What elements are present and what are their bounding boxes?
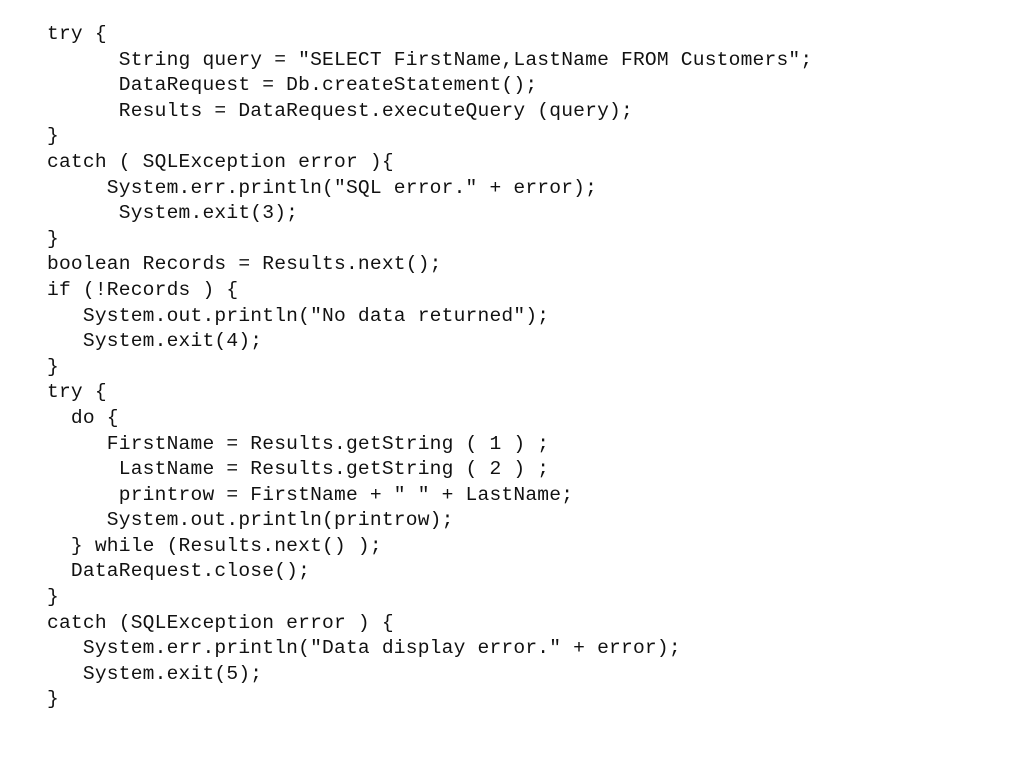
code-line: System.exit(4); xyxy=(47,330,263,353)
code-line: do { xyxy=(47,406,119,429)
code-line: LastName = Results.getString ( 2 ) ; xyxy=(47,458,550,481)
code-line: System.out.println("No data returned"); xyxy=(47,304,550,327)
code-line: boolean Records = Results.next(); xyxy=(47,253,442,276)
code-line: } while (Results.next() ); xyxy=(47,534,382,557)
code-line: try { xyxy=(47,23,107,45)
code-line: System.err.println("Data display error."… xyxy=(47,637,681,660)
code-line: } xyxy=(47,355,59,378)
code-line: } xyxy=(47,125,59,148)
code-listing: try { String query = "SELECT FirstName,L… xyxy=(47,22,812,713)
code-line: DataRequest = Db.createStatement(); xyxy=(47,74,538,97)
code-line: } xyxy=(47,688,59,711)
code-line: catch (SQLException error ) { xyxy=(47,611,394,634)
code-line: System.out.println(printrow); xyxy=(47,509,454,532)
code-line: DataRequest.close(); xyxy=(47,560,311,583)
code-line: System.err.println("SQL error." + error)… xyxy=(47,176,598,199)
code-line: try { xyxy=(47,381,107,404)
code-line: if (!Records ) { xyxy=(47,278,239,301)
code-line: } xyxy=(47,586,59,609)
code-line: System.exit(3); xyxy=(47,202,299,225)
code-line: FirstName = Results.getString ( 1 ) ; xyxy=(47,432,550,455)
code-line: System.exit(5); xyxy=(47,662,263,685)
code-line: catch ( SQLException error ){ xyxy=(47,150,394,173)
code-line: String query = "SELECT FirstName,LastNam… xyxy=(47,48,813,71)
code-line: Results = DataRequest.executeQuery (quer… xyxy=(47,99,633,122)
code-line: printrow = FirstName + " " + LastName; xyxy=(47,483,574,506)
code-line: } xyxy=(47,227,59,250)
